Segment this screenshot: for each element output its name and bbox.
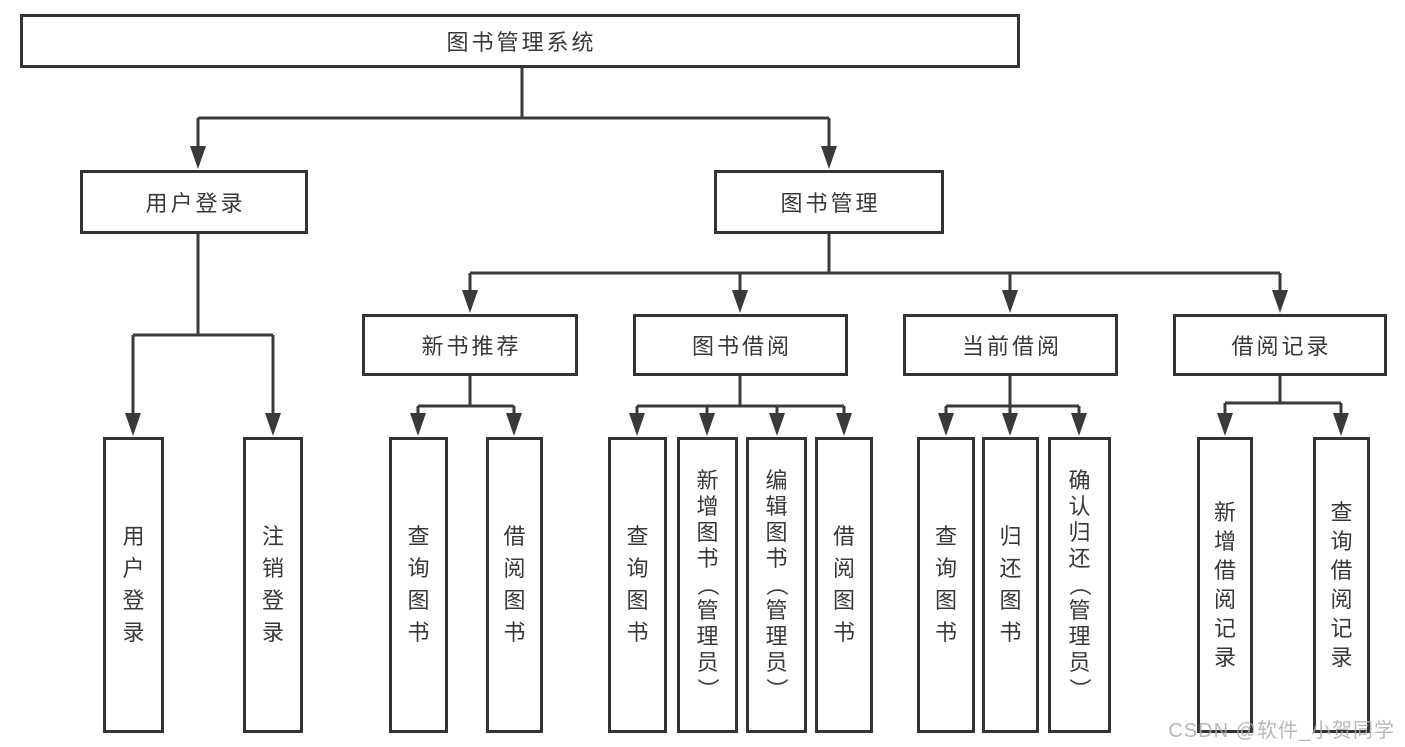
edges-book-borrow-to-leaves [629,376,852,436]
node-leaf-add-borrow-record-label: 新增借阅记录 [1213,499,1236,670]
node-module-book-borrow: 图书借阅 [633,314,848,376]
node-leaf-edit-books-admin-label: 编辑图书（管理员） [764,468,790,701]
node-leaf-logout-label: 注销登录 [261,524,284,645]
edges-borrow-records-to-leaves [1217,376,1349,436]
node-leaf-query-books-current-label: 查询图书 [934,524,957,645]
node-leaf-query-books-recommend-label: 查询图书 [407,524,430,645]
node-root-system: 图书管理系统 [20,14,1020,68]
node-leaf-query-borrow-record: 查询借阅记录 [1313,437,1370,733]
node-branch-user-login-label: 用户登录 [145,191,246,216]
node-branch-book-management: 图书管理 [714,170,944,234]
node-leaf-borrow-books-label: 借阅图书 [832,524,855,645]
csdn-watermark: CSDN @软件_小贺同学 [1168,720,1395,742]
node-module-borrow-records: 借阅记录 [1173,314,1387,376]
node-leaf-return-books-label: 归还图书 [999,524,1022,645]
node-leaf-query-books-borrow: 查询图书 [608,437,667,733]
node-module-new-book-recommend-label: 新书推荐 [421,334,522,359]
node-leaf-query-books-current: 查询图书 [917,437,975,733]
node-leaf-return-books: 归还图书 [982,437,1039,733]
node-leaf-add-books-admin-label: 新增图书（管理员） [695,468,721,701]
node-module-new-book-recommend: 新书推荐 [362,314,578,376]
node-leaf-confirm-return-admin: 确认归还（管理员） [1048,437,1111,733]
node-leaf-user-login: 用户登录 [103,437,164,733]
node-leaf-add-books-admin: 新增图书（管理员） [677,437,738,733]
node-leaf-query-books-borrow-label: 查询图书 [626,524,649,645]
node-root-label: 图书管理系统 [446,30,597,55]
node-leaf-user-login-label: 用户登录 [122,524,145,645]
node-leaf-confirm-return-admin-label: 确认归还（管理员） [1067,468,1093,701]
node-module-book-borrow-label: 图书借阅 [691,334,792,359]
node-module-current-borrow: 当前借阅 [903,314,1118,376]
node-module-current-borrow-label: 当前借阅 [961,334,1062,359]
node-leaf-add-borrow-record: 新增借阅记录 [1197,437,1253,733]
node-branch-book-management-label: 图书管理 [780,191,881,216]
node-leaf-logout: 注销登录 [243,437,303,733]
node-leaf-borrow-books: 借阅图书 [815,437,873,733]
edges-user-login-to-leaves [125,234,281,436]
node-leaf-query-books-recommend: 查询图书 [389,437,448,733]
node-module-borrow-records-label: 借阅记录 [1231,334,1332,359]
edges-current-borrow-to-leaves [938,376,1087,436]
node-leaf-borrow-books-recommend: 借阅图书 [486,437,543,733]
edges-new-book-recommend-to-leaves [410,376,522,436]
node-leaf-borrow-books-recommend-label: 借阅图书 [503,524,526,645]
node-branch-user-login: 用户登录 [80,170,308,234]
edges-book-management-to-modules [462,234,1288,313]
edges-root-to-branches [190,66,837,169]
node-leaf-query-borrow-record-label: 查询借阅记录 [1330,499,1353,670]
node-leaf-edit-books-admin: 编辑图书（管理员） [746,437,807,733]
